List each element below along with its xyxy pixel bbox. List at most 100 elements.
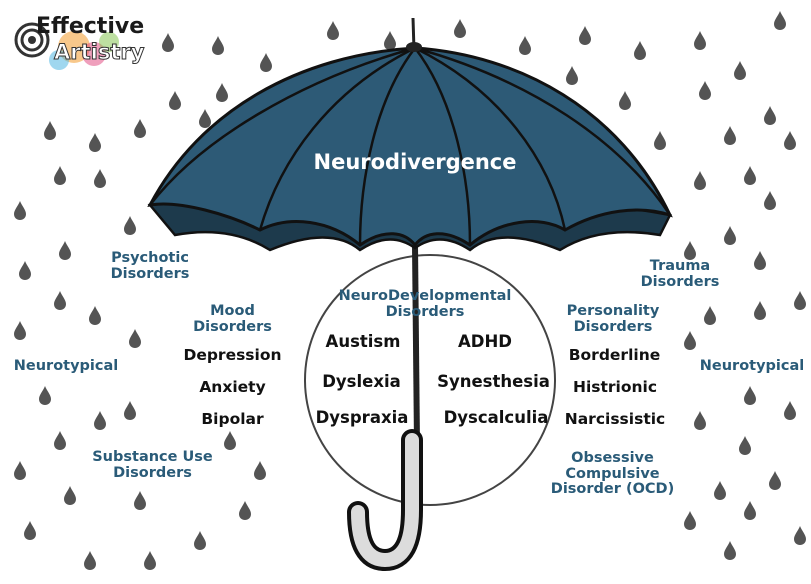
ocd-line-3: Disorder (OCD) xyxy=(550,481,675,498)
raindrop xyxy=(260,53,272,72)
raindrop xyxy=(694,171,706,190)
personality-line-2: Disorders xyxy=(573,318,653,335)
raindrop xyxy=(194,531,206,550)
heading-line-2: Disorders xyxy=(385,303,465,320)
raindrop xyxy=(739,436,751,455)
raindrop xyxy=(24,521,36,540)
personality-disorders-label: Personality Disorders xyxy=(558,303,668,335)
mood-line-1: Mood xyxy=(210,303,255,319)
raindrops xyxy=(14,11,806,570)
item-bipolar: Bipolar xyxy=(201,410,264,428)
umbrella-cap xyxy=(406,42,422,52)
umbrella-shaft xyxy=(412,244,420,446)
raindrop xyxy=(684,331,696,350)
substance-use-disorders-label: Substance Use Disorders xyxy=(85,449,220,481)
item-narcissistic: Narcissistic xyxy=(564,410,666,428)
item-anxiety: Anxiety xyxy=(199,378,266,396)
raindrop xyxy=(794,526,806,545)
item-depression: Depression xyxy=(183,346,282,364)
raindrop xyxy=(14,201,26,220)
ocd-label: Obsessive Compulsive Disorder (OCD) xyxy=(545,450,680,498)
item-dyscalculia: Dyscalculia xyxy=(443,408,549,427)
raindrop xyxy=(134,491,146,510)
raindrop xyxy=(754,251,766,270)
raindrop xyxy=(64,486,76,505)
mood-disorders-label: Mood Disorders xyxy=(185,303,280,335)
raindrop xyxy=(124,401,136,420)
raindrop xyxy=(19,261,31,280)
substance-line-2: Disorders xyxy=(113,464,192,481)
raindrop xyxy=(94,411,106,430)
raindrop xyxy=(254,461,266,480)
raindrop xyxy=(84,551,96,570)
logo-text-line1: Effective xyxy=(36,14,145,39)
raindrop xyxy=(699,81,711,100)
raindrop xyxy=(224,431,236,450)
psychotic-line-1: Psychotic xyxy=(111,250,189,266)
raindrop xyxy=(129,329,141,348)
raindrop xyxy=(124,216,136,235)
raindrop xyxy=(54,291,66,310)
trauma-line-2: Disorders xyxy=(640,273,720,290)
raindrop xyxy=(684,511,696,530)
raindrop xyxy=(794,291,806,310)
item-adhd: ADHD xyxy=(458,332,512,351)
trauma-disorders-label: Trauma Disorders xyxy=(630,258,730,290)
raindrop xyxy=(566,66,578,85)
raindrop xyxy=(199,109,211,128)
raindrop xyxy=(54,431,66,450)
raindrop xyxy=(94,169,106,188)
raindrop xyxy=(684,241,696,260)
raindrop xyxy=(744,501,756,520)
umbrella-label: Neurodivergence xyxy=(313,150,517,174)
item-synesthesia: Synesthesia xyxy=(437,372,550,391)
umbrella-canopy xyxy=(147,46,673,248)
raindrop xyxy=(239,501,251,520)
effective-artistry-logo: Effective Artistry xyxy=(14,12,164,72)
raindrop xyxy=(212,36,224,55)
raindrop xyxy=(769,471,781,490)
substance-line-1: Substance Use xyxy=(92,449,213,465)
raindrop xyxy=(384,31,396,50)
raindrop xyxy=(724,126,736,145)
raindrop xyxy=(519,36,531,55)
raindrop xyxy=(14,461,26,480)
raindrop xyxy=(754,301,766,320)
raindrop xyxy=(724,226,736,245)
psychotic-disorders-label: Psychotic Disorders xyxy=(100,250,200,282)
ocd-line-1: Obsessive xyxy=(571,450,654,466)
neurodevelopmental-heading: NeuroDevelopmental Disorders xyxy=(330,288,520,320)
raindrop xyxy=(216,83,228,102)
psychotic-line-2: Disorders xyxy=(110,265,190,282)
raindrop xyxy=(327,21,339,40)
logo-text-line2: Artistry xyxy=(53,40,145,65)
raindrop xyxy=(744,166,756,185)
raindrop xyxy=(694,31,706,50)
mood-line-2: Disorders xyxy=(193,318,272,335)
raindrop xyxy=(694,411,706,430)
neurotypical-right: Neurotypical xyxy=(699,358,805,374)
neurodevelopmental-circle xyxy=(304,254,556,506)
raindrop xyxy=(714,481,726,500)
raindrop xyxy=(54,166,66,185)
personality-line-1: Personality xyxy=(566,303,660,319)
raindrop xyxy=(579,26,591,45)
raindrop xyxy=(44,121,56,140)
raindrop xyxy=(784,131,796,150)
raindrop xyxy=(89,306,101,325)
raindrop xyxy=(784,401,796,420)
raindrop xyxy=(634,41,646,60)
item-dyspraxia: Dyspraxia xyxy=(315,408,409,427)
raindrop xyxy=(454,19,466,38)
raindrop xyxy=(764,106,776,125)
raindrop xyxy=(764,191,776,210)
item-borderline: Borderline xyxy=(568,346,661,364)
raindrop xyxy=(39,386,51,405)
raindrop xyxy=(162,33,174,52)
raindrop xyxy=(734,61,746,80)
raindrop xyxy=(774,11,786,30)
ocd-line-2: Compulsive xyxy=(565,465,660,482)
heading-line-1: NeuroDevelopmental xyxy=(338,288,512,304)
raindrop xyxy=(169,91,181,110)
